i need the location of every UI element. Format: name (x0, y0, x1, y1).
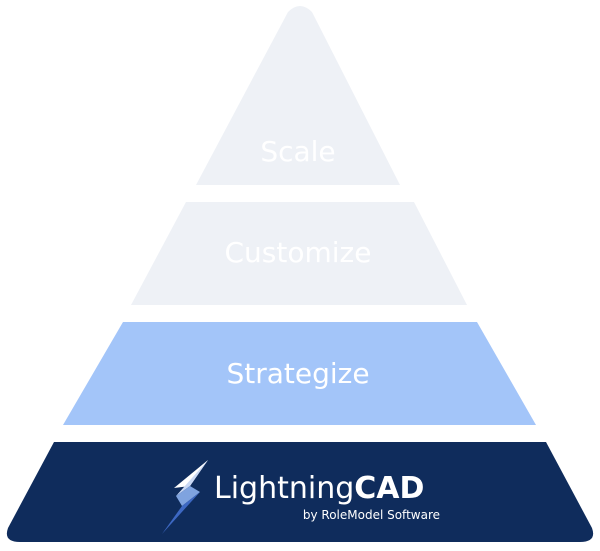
bolt-facet-lower (162, 492, 200, 534)
lightningcad-logo: LightningCAD by RoleModel Software (162, 460, 440, 534)
tier-base (6, 442, 594, 542)
tier-scale (196, 6, 400, 185)
bolt-facet-upper (176, 460, 208, 496)
tier-scale-label: Scale (260, 135, 335, 168)
logo-name-light: Lightning (214, 471, 354, 506)
lightning-bolt-icon (162, 460, 208, 534)
logo-name-bold: CAD (354, 471, 424, 506)
bolt-facet-top (174, 460, 208, 488)
logo-wordmark: LightningCAD (214, 471, 424, 506)
tier-strategize-label: Strategize (226, 357, 369, 390)
bolt-facet-middle (176, 486, 200, 506)
logo-byline: by RoleModel Software (303, 508, 440, 522)
tier-strategize (63, 322, 536, 425)
tier-customize (131, 202, 467, 305)
tier-customize-label: Customize (225, 236, 372, 269)
